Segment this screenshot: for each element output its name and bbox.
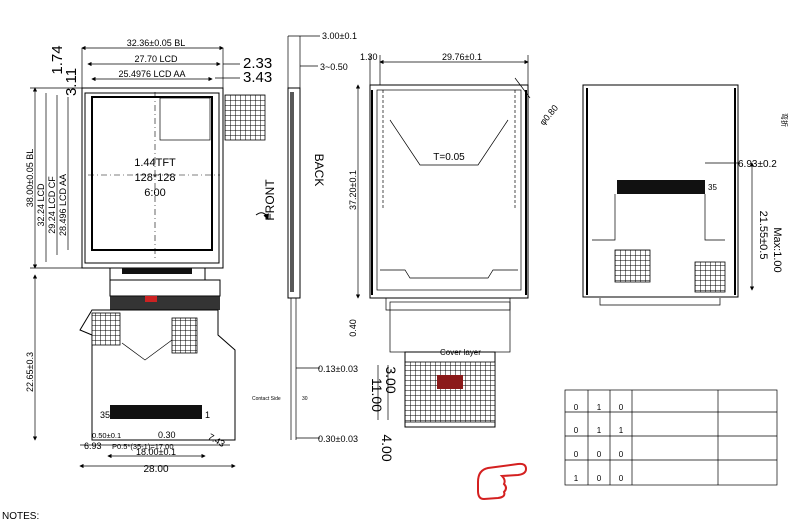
notes-label: NOTES: xyxy=(2,511,39,519)
dim-693: 6.93 xyxy=(84,441,102,451)
dim-030: 0.30 xyxy=(158,430,176,440)
pin-35: 35 xyxy=(100,410,110,420)
lcd-label-resolution: 128*128 xyxy=(135,172,176,184)
dim-aa-height: 28.496 LCD AA xyxy=(58,174,68,236)
active-area xyxy=(91,96,213,251)
table-cell: 1 xyxy=(597,426,602,435)
dim-18: 18.00±0.1 xyxy=(136,447,176,457)
right-outline xyxy=(582,84,739,298)
right-note-bend: 弯折 xyxy=(780,113,789,127)
back-outline xyxy=(369,84,529,299)
dim-lcd-width: 27.70 LCD xyxy=(134,54,178,64)
dim-bl-width: 32.36±0.05 BL xyxy=(127,38,186,48)
right-connector xyxy=(617,180,705,194)
table-cell: 0 xyxy=(619,474,624,483)
dim-r4: 3.43 xyxy=(243,69,272,86)
dim-side-050: 3~0.50 xyxy=(320,62,348,72)
dim-phi: φ0.80 xyxy=(537,103,560,127)
dim-r1: 1.74 xyxy=(49,45,66,74)
front-view: 1.44TFT 128*128 6:00 32.36±0.05 BL 27.70… xyxy=(25,38,272,475)
dim-fpc-height: 22.65±0.3 xyxy=(25,352,35,392)
pointing-hand-icon xyxy=(477,462,528,501)
table-cell: 1 xyxy=(619,426,624,435)
lcd-label-type: 1.44TFT xyxy=(134,157,176,169)
cover-layer-mark xyxy=(437,375,463,389)
dim-t005: T=0.05 xyxy=(433,152,465,163)
revision-table: 0 1 0 0 1 1 0 0 0 1 0 0 xyxy=(564,389,778,486)
right-dim-693: 6.93±0.2 xyxy=(738,159,777,170)
right-pin-35: 35 xyxy=(708,183,717,192)
dim-050: 0.50±0.1 xyxy=(92,431,121,440)
table-cell: 0 xyxy=(574,450,579,459)
dim-side-030: 0.30±0.03 xyxy=(318,434,358,444)
back-label: BACK xyxy=(312,154,326,187)
dim-1100: 11.00 xyxy=(369,378,385,412)
dim-side-thick: 3.00±0.1 xyxy=(322,31,357,41)
table-cell: 0 xyxy=(619,403,624,412)
back-view: T=0.05 Cover layer 1.30 29.76±0.1 φ0.80 … xyxy=(348,52,560,462)
table-cell: 0 xyxy=(574,426,579,435)
table-cell: 0 xyxy=(597,474,602,483)
dim-400: 4.00 xyxy=(379,434,395,461)
dim-cf-height: 29.24 LCD CF xyxy=(47,176,57,234)
dim-130: 1.30 xyxy=(360,52,378,62)
cover-layer-label: Cover layer xyxy=(440,348,481,357)
dim-300: 3.00 xyxy=(383,366,399,393)
pin-1: 1 xyxy=(205,410,210,420)
dim-lcd-aa-width: 25.4976 LCD AA xyxy=(118,69,185,79)
table-cell: 1 xyxy=(597,403,602,412)
fpc-outline xyxy=(79,309,236,441)
dim-pitch: P0.5*(35-1)=17.00 xyxy=(112,442,174,451)
dim-2976: 29.76±0.1 xyxy=(442,52,482,62)
table-cell: 0 xyxy=(597,450,602,459)
hatch-pad xyxy=(224,94,266,141)
dim-040: 0.40 xyxy=(348,319,358,337)
contact-side-num: 30 xyxy=(302,396,308,402)
dim-r2: 3.11 xyxy=(63,68,80,96)
contact-side-label: Contact Side xyxy=(252,396,281,402)
front-label: FRONT xyxy=(263,179,277,221)
right-dim-2155: 21.55±0.5 xyxy=(757,211,769,260)
table-cell: 1 xyxy=(574,474,579,483)
side-profile xyxy=(287,87,301,299)
dim-743: 7.43 xyxy=(206,432,226,449)
dim-lcd-height: 32.24 LCD xyxy=(36,183,46,227)
lcd-label-view: 6:00 xyxy=(144,187,165,199)
dim-013: 0.13±0.03 xyxy=(318,364,358,374)
right-view: 35 6.93±0.2 21.55±0.5 Max:1.00 弯折 xyxy=(582,84,789,306)
side-view: 3.00±0.1 3~0.50 FRONT BACK 0.13±0.03 0.3… xyxy=(252,31,358,444)
table-cell: 0 xyxy=(619,450,624,459)
dim-3720: 37.20±0.1 xyxy=(348,170,358,210)
fpc-contacts xyxy=(110,405,202,419)
dim-r3: 2.33 xyxy=(243,55,272,72)
lcd-outline xyxy=(84,92,220,264)
dim-28: 28.00 xyxy=(143,464,168,475)
bend-arrow-icon xyxy=(255,212,269,220)
dim-bl-height: 38.00±0.05 BL xyxy=(25,149,35,208)
table-cell: 0 xyxy=(574,403,579,412)
right-dim-max: Max:1.00 xyxy=(771,227,783,272)
